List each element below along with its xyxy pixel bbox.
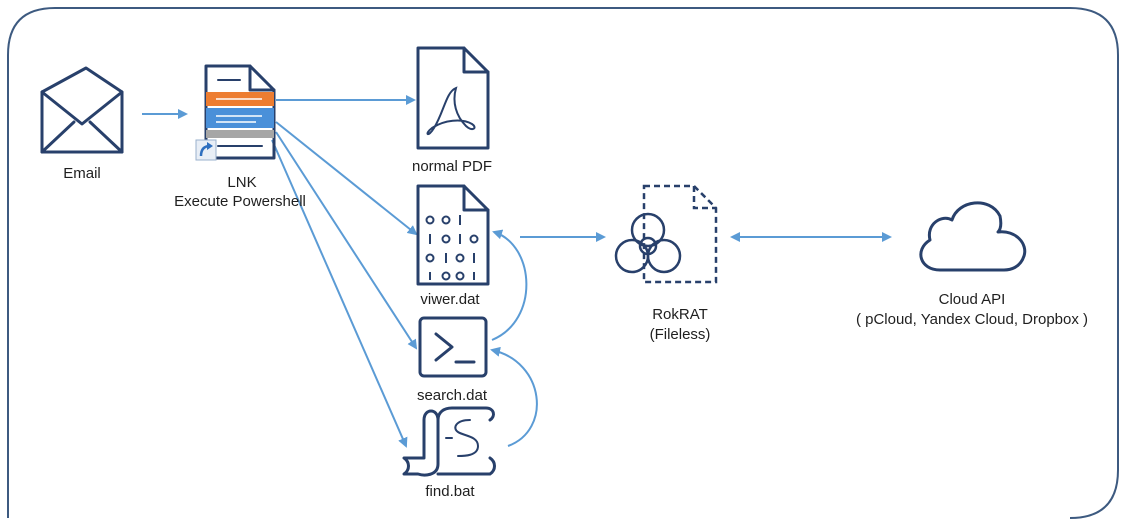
find-node: find.bat [402, 406, 496, 500]
arrow-find-to-search [490, 346, 538, 447]
cloud-label-line1: Cloud API [939, 291, 1006, 308]
powershell-prompt-icon [418, 316, 488, 378]
email-node: Email [40, 66, 124, 182]
lnk-node: LNK Execute Powershell [174, 64, 306, 210]
cloud-icon [919, 201, 1027, 272]
find-label: find.bat [425, 483, 475, 500]
lnk-label-line2: Execute Powershell [174, 193, 306, 210]
diagram-frame [7, 7, 1119, 519]
rokrat-label-line1: RokRAT [652, 306, 708, 323]
lnk-blue-band [206, 108, 274, 128]
lnk-gray-band [206, 130, 274, 138]
viwer-label: viwer.dat [420, 291, 480, 308]
shortcut-arrow-icon [195, 139, 217, 161]
email-label: Email [63, 165, 101, 182]
cloud-label-line2: ( pCloud, Yandex Cloud, Dropbox ) [856, 311, 1088, 328]
cloud-node: Cloud API ( pCloud, Yandex Cloud, Dropbo… [856, 201, 1088, 328]
lnk-label-line1: LNK [227, 174, 256, 191]
arrow-search-to-viwer [491, 229, 528, 341]
rokrat-label-line2: (Fileless) [650, 326, 711, 343]
search-node: search.dat [417, 316, 488, 404]
viwer-node: viwer.dat [416, 184, 490, 308]
rokrat-node: RokRAT (Fileless) [614, 184, 718, 343]
search-label: search.dat [417, 387, 488, 404]
arrow-lnk-to-find [271, 139, 408, 448]
pdf-label: normal PDF [412, 158, 492, 175]
script-scroll-icon [402, 406, 496, 477]
lnk-shortcut-file-icon [195, 64, 276, 161]
arrow-lnk-to-search [275, 131, 418, 350]
pdf-file-icon [416, 46, 490, 150]
arrow-lnk-to-viwer [275, 121, 418, 236]
pdf-node: normal PDF [412, 46, 492, 175]
binary-data-file-icon [416, 184, 490, 286]
biohazard-file-icon [614, 184, 718, 284]
flow-arrows [142, 95, 892, 448]
envelope-icon [40, 66, 124, 154]
